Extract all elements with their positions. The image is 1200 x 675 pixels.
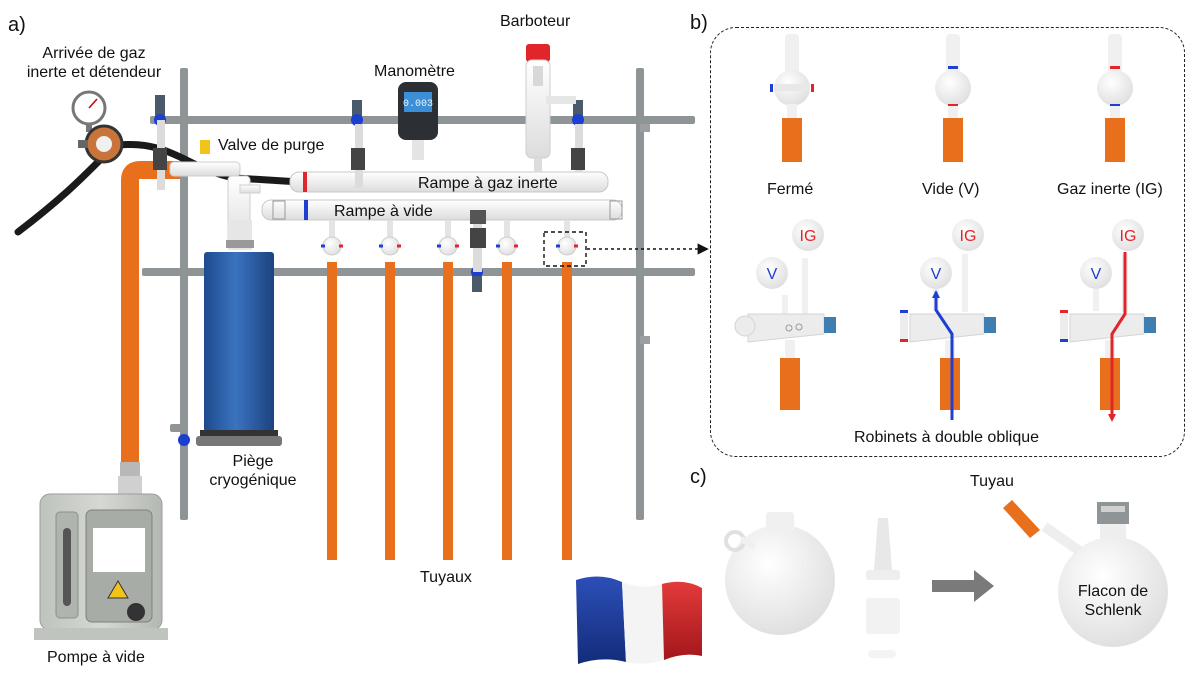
badges: V IG V IG V IG (767, 228, 1137, 283)
double-oblique-vacuum (900, 219, 996, 420)
process-arrow (932, 570, 994, 602)
purge-valve (200, 140, 210, 154)
cold-trap (196, 220, 282, 446)
gas-inlet-label: Arrivée de gaz inerte et détendeur (26, 45, 162, 81)
hoses-label: Tuyaux (420, 569, 472, 586)
regulator (71, 90, 124, 164)
inert-gas-manifold (289, 171, 609, 193)
hose-label: Tuyau (970, 473, 1014, 490)
closed-label: Fermé (767, 181, 814, 198)
vacuum-manifold (261, 199, 623, 221)
flask-components (724, 512, 900, 658)
french-flag (576, 576, 702, 664)
stopcock-closed (770, 34, 814, 162)
panel-b-label: b) (690, 12, 708, 34)
schlenk-flask (1003, 500, 1168, 647)
manometer: 0.003 (398, 82, 438, 160)
stopcock-vacuum (935, 34, 971, 162)
stopcock-inert-gas (1097, 34, 1133, 162)
inert-gas-label: Gaz inerte (IG) (1057, 181, 1163, 198)
double-oblique-closed (734, 219, 836, 410)
panel-c-label: c) (690, 466, 707, 488)
vacuum-pump (34, 493, 168, 640)
vacuum-manifold-label: Rampe à vide (334, 203, 433, 220)
schlenk-flask-label: Flacon de Schlenk (1077, 583, 1149, 619)
badge-v: V (931, 266, 942, 283)
zoom-highlight-box (543, 231, 587, 267)
manometer-readout: 0.003 (403, 99, 433, 110)
orange-hoses (327, 262, 572, 560)
manifold-stopcocks (321, 220, 578, 256)
badge-ig: IG (960, 228, 977, 245)
cold-trap-label: Piège cryogénique (209, 453, 297, 489)
vacuum-label: Vide (V) (922, 181, 980, 198)
double-oblique-caption: Robinets à double oblique (854, 429, 1040, 446)
badge-ig: IG (800, 228, 817, 245)
bubbler-label: Barboteur (500, 13, 571, 30)
manifold-taps (153, 120, 585, 272)
double-oblique-inert-gas (1060, 219, 1156, 422)
purge-valve-label: Valve de purge (218, 137, 325, 154)
support-frame (142, 68, 695, 520)
manometer-label: Manomètre (374, 63, 455, 80)
bubbler (525, 44, 576, 172)
panel-b-frame (710, 27, 1185, 457)
badge-v: V (1091, 266, 1102, 283)
badge-v: V (767, 266, 778, 283)
pump-vacuum-hose (121, 161, 180, 470)
inert-gas-manifold-label: Rampe à gaz inerte (418, 175, 558, 192)
panel-a-label: a) (8, 14, 26, 36)
badge-ig: IG (1120, 228, 1137, 245)
vacuum-pump-label: Pompe à vide (47, 649, 145, 666)
